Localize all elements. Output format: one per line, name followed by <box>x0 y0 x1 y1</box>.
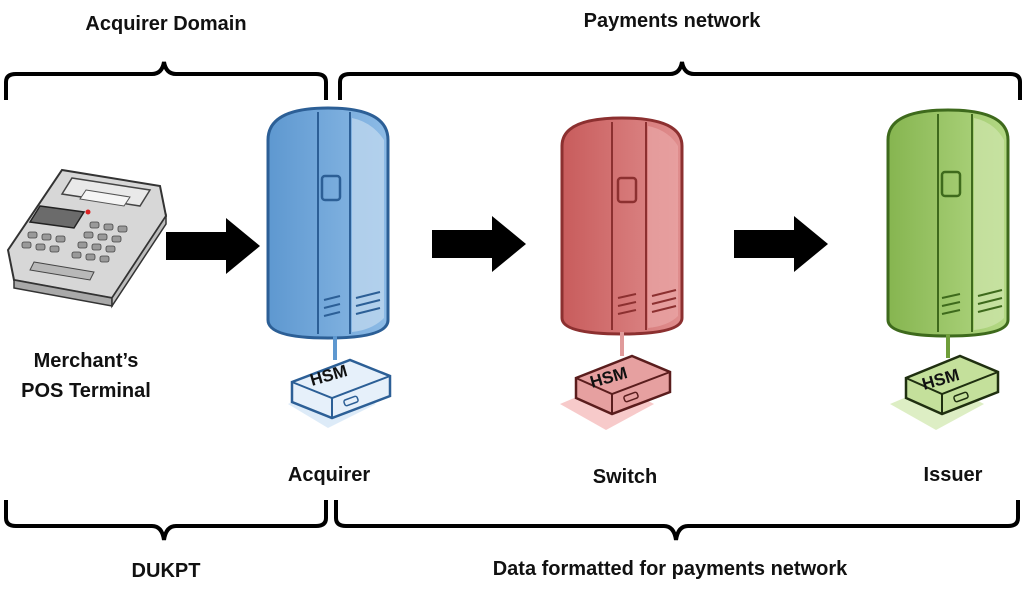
brace-acquirer-domain <box>4 61 328 100</box>
acquirer-server-icon <box>266 106 390 360</box>
brace-payments-network <box>338 61 1022 100</box>
brace-data-formatted <box>334 500 1020 541</box>
brace-dukpt <box>4 500 328 541</box>
acquirer-hsm-icon <box>288 358 392 428</box>
issuer-label: Issuer <box>923 464 983 486</box>
switch-hsm-icon <box>560 354 672 430</box>
arrow-switch-to-issuer <box>734 216 828 272</box>
arrow-acquirer-to-switch <box>432 216 526 272</box>
switch-server-icon <box>560 116 684 356</box>
dukpt-footer: DUKPT <box>131 560 201 582</box>
acquirer-label: Acquirer <box>287 464 371 486</box>
arrow-pos-to-acquirer <box>166 218 260 274</box>
payments-network-heading: Payments network <box>583 10 761 32</box>
merchant-label-line2: POS Terminal <box>21 380 151 402</box>
switch-label: Switch <box>592 466 658 488</box>
acquirer-domain-heading: Acquirer Domain <box>85 13 247 35</box>
pos-terminal-icon <box>6 168 168 309</box>
issuer-hsm-icon <box>890 354 1000 430</box>
issuer-server-icon <box>886 108 1010 358</box>
data-formatted-footer: Data formatted for payments network <box>492 558 848 580</box>
merchant-label-line1: Merchant’s <box>33 350 139 372</box>
